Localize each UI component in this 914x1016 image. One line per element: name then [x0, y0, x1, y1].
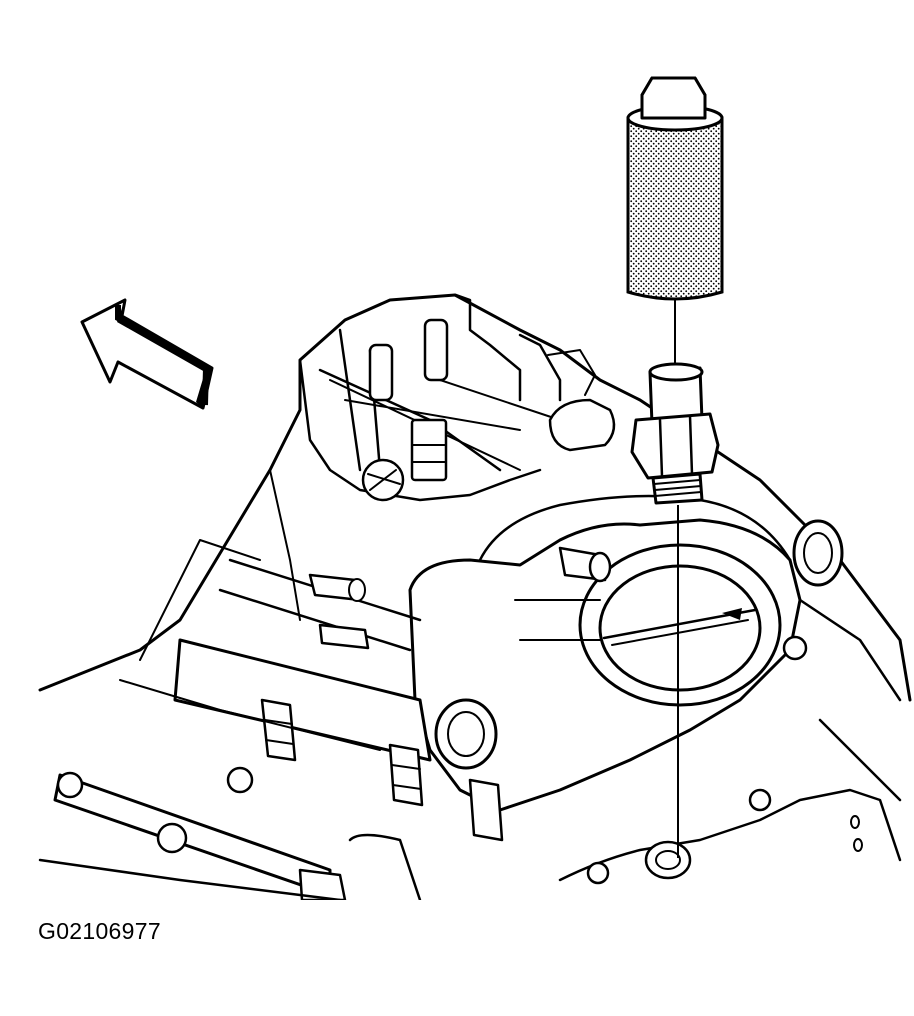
engine-illustration — [38, 76, 912, 900]
figure-id-label: G02106977 — [38, 918, 161, 944]
direction-arrow-icon — [80, 298, 214, 410]
engine-block — [38, 293, 912, 900]
socket-icon — [626, 76, 724, 301]
oil-pressure-sensor-icon — [630, 362, 720, 505]
